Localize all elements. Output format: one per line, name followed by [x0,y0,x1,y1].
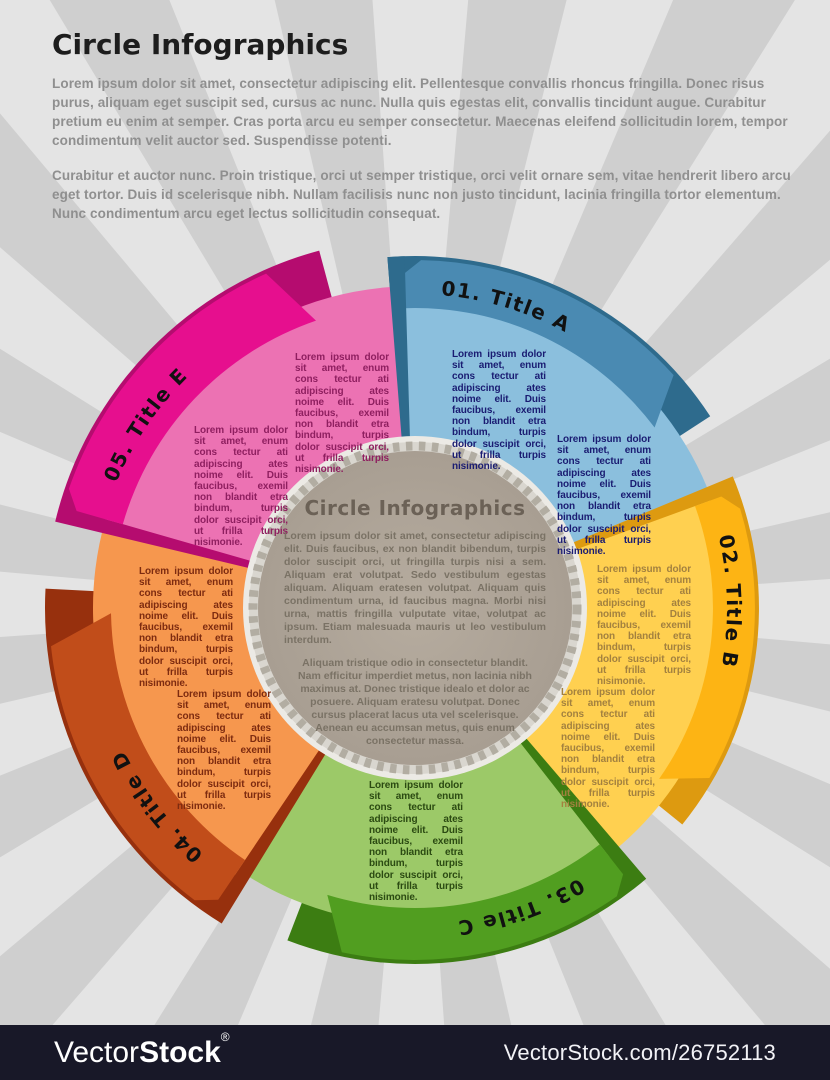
segment-02-text-block-2: Lorem ipsum dolor sit amet, enum cons te… [561,687,655,810]
center-paragraph-1: Lorem ipsum dolor sit amet, consectetur … [284,530,546,647]
segment-05-text-block-1: Lorem ipsum dolor sit amet, enum cons te… [295,352,389,475]
segment-01-text-block-1: Lorem ipsum dolor sit amet, enum cons te… [452,349,546,472]
sun-ray [415,0,795,608]
center-title: Circle Infographics [304,496,526,520]
image-ref-url[interactable]: VectorStock.com/26752113 [503,1039,776,1065]
segment-seam-patch [387,256,411,451]
sun-ray [415,0,567,608]
segment-02-text-block-1: Lorem ipsum dolor sit amet, enum cons te… [597,564,691,687]
segment-03-text-block-1: Lorem ipsum dolor sit amet, enum cons te… [369,780,463,903]
center-circle-face [258,451,572,765]
header: Circle Infographics Lorem ipsum dolor si… [52,28,794,238]
segment-05-text-block-2: Lorem ipsum dolor sit amet, enum cons te… [194,425,288,548]
header-paragraph-2: Curabitur et auctor nunc. Proin tristiqu… [52,167,791,221]
segment-body-4 [105,286,410,565]
brand-light-part: Vector [54,1035,140,1069]
header-paragraph-1: Lorem ipsum dolor sit amet, consectetur … [52,76,788,149]
segment-04-text-block-1: Lorem ipsum dolor sit amet, enum cons te… [139,566,233,689]
segment-band-0 [403,260,674,428]
segment-band-4 [68,273,317,525]
segment-band-2 [327,844,624,960]
footer-bar: VectorStock® VectorStock.com/26752113 [0,1025,830,1080]
sun-ray [415,130,830,608]
segment-01-text-block-2: Lorem ipsum dolor sit amet, enum cons te… [557,434,651,557]
center-text-panel: Circle Infographics Lorem ipsum dolor si… [284,496,546,758]
registered-mark: ® [220,1029,230,1044]
segment-04-text-block-2: Lorem ipsum dolor sit amet, enum cons te… [177,689,271,812]
brand-bold-part: Stock [139,1035,221,1069]
segment-body-0 [404,292,712,554]
page-title: Circle Infographics [52,28,349,61]
center-circle-ticks [248,441,582,775]
segment-band-3 [51,613,245,901]
segment-band-1 [659,496,755,779]
segment-body-2 [238,732,610,924]
center-circle [243,436,587,780]
sun-ray [274,0,415,608]
vectorstock-logo[interactable]: VectorStock® [54,1031,230,1069]
center-paragraph-2: Aliquam tristique odio in consectetur bl… [298,657,532,748]
